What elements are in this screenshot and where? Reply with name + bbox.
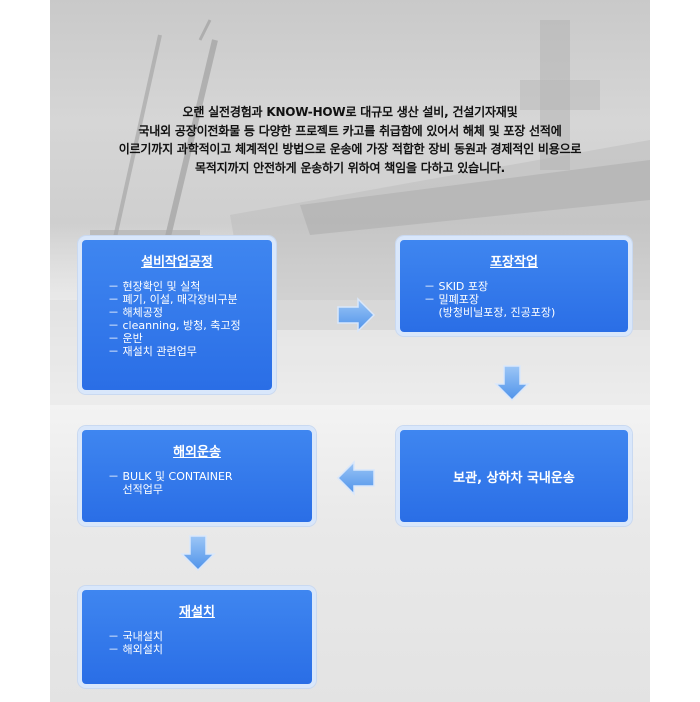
packing-title: 포장작업 (490, 255, 538, 270)
list-item: 선적업무 (108, 483, 163, 496)
list-item: － SKID 포장 (424, 280, 489, 293)
arrow-down-icon (180, 535, 216, 572)
list-item: － 운반 (108, 332, 143, 345)
packing-list: － SKID 포장 － 밀폐포장 (방청비닐포장, 진공포장) (424, 280, 628, 319)
list-item: － 재설치 관련업무 (108, 345, 197, 358)
list-item: － 해체공정 (108, 306, 163, 319)
list-item: － 밀폐포장 (424, 293, 479, 306)
packing-box: 포장작업 － SKID 포장 － 밀폐포장 (방청비닐포장, 진공포장) (396, 236, 632, 336)
reinstall-box: 재설치 － 국내설치 － 해외설치 (78, 586, 316, 688)
list-item: － 국내설치 (108, 630, 163, 643)
storage-label: 보관, 상하차 국내운송 (453, 470, 575, 486)
overseas-transport-title: 해외운송 (173, 445, 221, 460)
intro-text: 오랜 실전경험과 KNOW-HOW로 대규모 생산 설비, 건설기자재및 국내외… (60, 103, 640, 177)
reinstall-list: － 국내설치 － 해외설치 (108, 630, 312, 656)
arrow-right-icon (337, 297, 376, 333)
arrow-down-icon (494, 365, 530, 402)
intro-line: 오랜 실전경험과 KNOW-HOW로 대규모 생산 설비, 건설기자재및 (182, 105, 518, 119)
intro-line: 목적지까지 안전하게 운송하기 위하여 책임을 다하고 있습니다. (194, 160, 506, 175)
list-item: － 현장확인 및 실척 (108, 280, 201, 293)
storage-box: 보관, 상하차 국내운송 (396, 426, 632, 526)
list-item: － 폐기, 이설, 매각장비구분 (108, 293, 238, 306)
reinstall-title: 재설치 (179, 605, 215, 620)
overseas-transport-list: － BULK 및 CONTAINER 선적업무 (108, 470, 312, 496)
list-item: － 해외설치 (108, 643, 163, 656)
list-item: － cleanning, 방청, 축고정 (108, 319, 241, 332)
equipment-work-title: 설비작업공정 (141, 255, 213, 270)
arrow-left-icon (336, 460, 375, 496)
equipment-work-list: － 현장확인 및 실척 － 폐기, 이설, 매각장비구분 － 해체공정 － cl… (108, 280, 272, 358)
list-item: (방청비닐포장, 진공포장) (424, 306, 556, 319)
equipment-work-box: 설비작업공정 － 현장확인 및 실척 － 폐기, 이설, 매각장비구분 － 해체… (78, 236, 276, 394)
intro-line: 이르기까지 과학적이고 체계적인 방법으로 운송에 가장 적합한 장비 동원과 … (118, 142, 582, 156)
intro-line: 국내외 공장이전화물 등 다양한 프로젝트 카고를 취급함에 있어서 해체 및 … (138, 123, 562, 138)
overseas-transport-box: 해외운송 － BULK 및 CONTAINER 선적업무 (78, 426, 316, 526)
list-item: － BULK 및 CONTAINER (108, 470, 233, 483)
